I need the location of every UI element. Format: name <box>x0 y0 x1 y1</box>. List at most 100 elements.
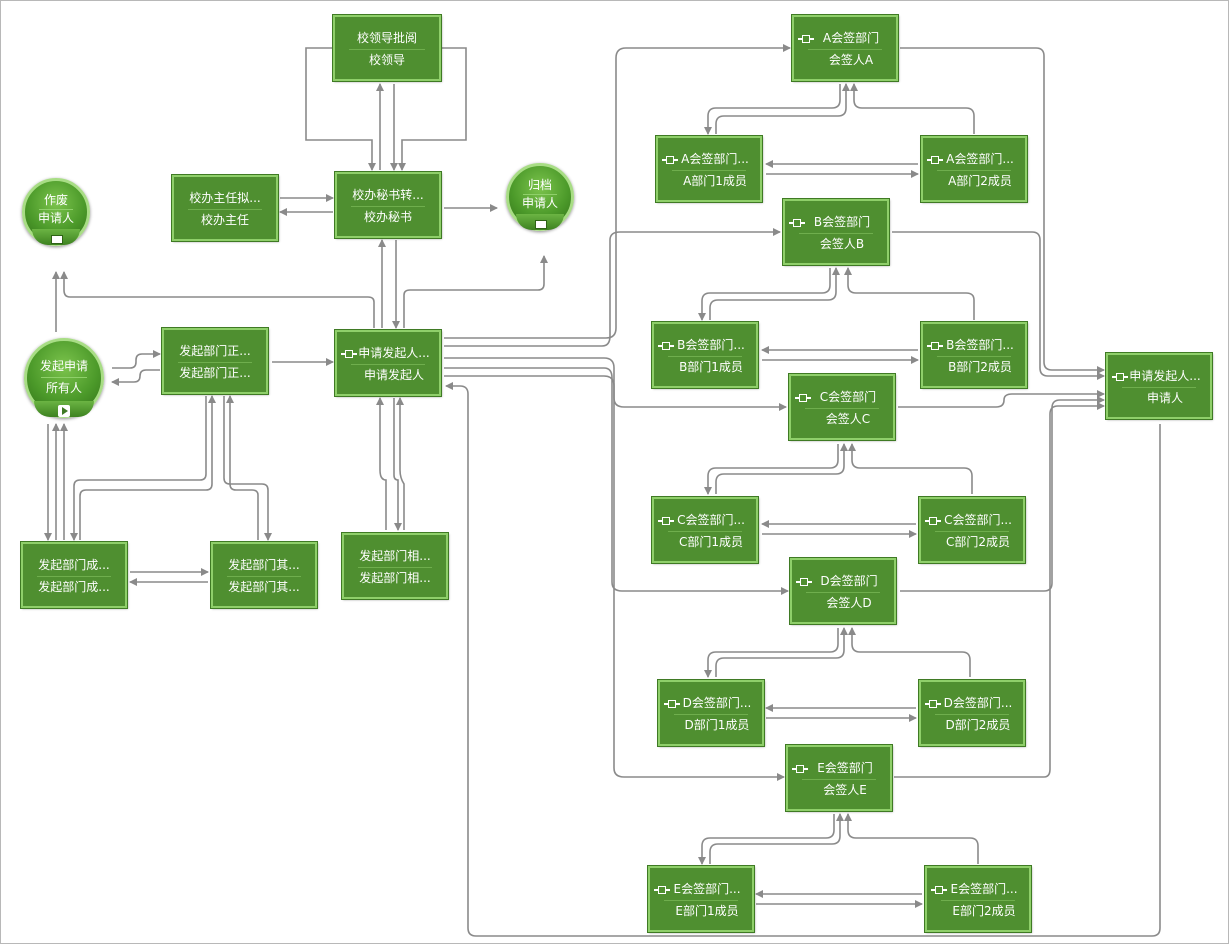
subprocess-icon <box>798 35 814 43</box>
separator <box>937 170 1011 171</box>
edge-b1-to-b <box>709 267 840 320</box>
node-title: E会签部门... <box>673 882 741 896</box>
node-school-leader[interactable]: 校领导批阅 校领导 <box>332 14 442 82</box>
node-title: 申请发起人... <box>1129 369 1201 383</box>
edge-a-to-a1 <box>704 84 841 135</box>
node-title: B会签部门... <box>946 338 1014 352</box>
separator <box>41 377 87 378</box>
node-c-member-1[interactable]: C会签部门... C部门1成员 <box>651 496 759 564</box>
separator <box>37 576 111 577</box>
separator <box>668 356 742 357</box>
node-title: E会签部门... <box>950 882 1018 896</box>
separator <box>806 592 880 593</box>
separator <box>1122 387 1196 388</box>
subprocess-icon <box>792 765 808 773</box>
subprocess-icon <box>927 156 943 164</box>
edge-b-to-b1 <box>698 268 831 321</box>
edge-dept-head-to-start <box>111 369 160 386</box>
node-void-title: 作废 <box>43 193 68 207</box>
separator <box>799 233 873 234</box>
edge-member-to-dept-head <box>79 395 216 540</box>
edge-other-to-dept-head-2 <box>226 395 259 540</box>
node-office-director[interactable]: 校办主任拟... 校办主任 <box>171 174 279 242</box>
node-a-dept[interactable]: A会签部门 会签人A <box>791 14 899 82</box>
node-final-applicant[interactable]: 申请发起人... 申请人 <box>1105 352 1213 420</box>
edge-leader-loop-left <box>305 47 376 171</box>
node-applicant[interactable]: 申请发起人... 申请发起人 <box>334 329 442 397</box>
node-archive-cap <box>516 214 564 230</box>
node-title: 校办秘书转... <box>352 188 424 202</box>
edge-applicant-to-archive <box>403 255 548 328</box>
node-role: 发起部门相... <box>359 571 431 585</box>
node-c-dept[interactable]: C会签部门 会签人C <box>788 373 896 441</box>
node-office-secretary[interactable]: 校办秘书转... 校办秘书 <box>334 171 442 239</box>
separator <box>805 408 879 409</box>
edge-d-to-final <box>900 396 1105 592</box>
edge-applicant-to-d <box>444 367 789 595</box>
node-e-member-1[interactable]: E会签部门... E部门1成员 <box>647 865 755 933</box>
node-role: 会签人D <box>826 596 872 610</box>
node-c-member-2[interactable]: C会签部门... C部门2成员 <box>918 496 1026 564</box>
node-dept-member[interactable]: 发起部门成... 发起部门成... <box>20 541 128 609</box>
node-a-member-2[interactable]: A会签部门... A部门2成员 <box>920 135 1028 203</box>
node-b-dept[interactable]: B会签部门 会签人B <box>782 198 890 266</box>
subprocess-icon <box>796 578 812 586</box>
subprocess-icon <box>795 394 811 402</box>
node-dept-other[interactable]: 发起部门其... 发起部门其... <box>210 541 318 609</box>
node-d-dept[interactable]: D会签部门 会签人D <box>789 557 897 625</box>
edge-e1-to-e <box>709 813 844 864</box>
separator <box>935 531 1009 532</box>
node-e-member-2[interactable]: E会签部门... E部门2成员 <box>924 865 1032 933</box>
edge-other-to-dept-head <box>223 396 272 541</box>
edge-a2-to-a <box>850 83 975 134</box>
node-b-member-2[interactable]: B会签部门... B部门2成员 <box>920 321 1028 389</box>
edge-leader-loop-right <box>398 47 467 171</box>
separator <box>668 531 742 532</box>
subprocess-icon <box>664 700 680 708</box>
document-icon <box>51 235 63 244</box>
separator <box>351 206 425 207</box>
node-d-member-2[interactable]: D会签部门... D部门2成员 <box>918 679 1026 747</box>
node-b-member-1[interactable]: B会签部门... B部门1成员 <box>651 321 759 389</box>
node-a-member-1[interactable]: A会签部门... A部门1成员 <box>655 135 763 203</box>
separator <box>39 209 73 210</box>
subprocess-icon <box>662 156 678 164</box>
subprocess-icon <box>658 517 674 525</box>
separator <box>802 779 876 780</box>
node-title: C会签部门... <box>944 513 1012 527</box>
separator <box>227 576 301 577</box>
node-e-dept[interactable]: E会签部门 会签人E <box>785 744 893 812</box>
node-title: C会签部门... <box>677 513 745 527</box>
node-dept-related[interactable]: 发起部门相... 发起部门相... <box>341 532 449 600</box>
edge-c-to-c1 <box>704 444 839 495</box>
node-role: E部门2成员 <box>952 904 1016 918</box>
node-role: A部门2成员 <box>948 174 1012 188</box>
node-role: 发起部门其... <box>228 580 300 594</box>
node-dept-head[interactable]: 发起部门正... 发起部门正... <box>161 327 269 395</box>
node-role: C部门2成员 <box>945 535 1010 549</box>
edge-start-to-dept-head <box>112 350 161 369</box>
node-role: B部门1成员 <box>679 360 743 374</box>
node-title: 发起部门正... <box>179 344 251 358</box>
subprocess-icon <box>925 700 941 708</box>
separator <box>351 364 425 365</box>
edge-related-to-applicant-2 <box>396 397 405 530</box>
edge-e-to-final <box>894 402 1105 778</box>
edge-applicant-to-related <box>393 398 402 531</box>
node-role: B部门2成员 <box>948 360 1012 374</box>
subprocess-icon <box>654 886 670 894</box>
node-archive[interactable]: 归档 申请人 <box>506 163 574 231</box>
node-d-member-1[interactable]: D会签部门... D部门1成员 <box>657 679 765 747</box>
node-role: D部门2成员 <box>945 718 1011 732</box>
node-start[interactable]: 发起申请 所有人 <box>24 338 104 418</box>
node-archive-role: 申请人 <box>521 196 558 210</box>
node-role: 申请发起人 <box>363 368 424 382</box>
play-icon <box>58 405 70 417</box>
subprocess-icon <box>1112 373 1128 381</box>
separator <box>935 714 1009 715</box>
subprocess-icon <box>658 342 674 350</box>
edge-final-to-applicant <box>445 382 1161 937</box>
node-void[interactable]: 作废 申请人 <box>22 178 90 246</box>
edge-d2-to-d <box>848 627 971 677</box>
